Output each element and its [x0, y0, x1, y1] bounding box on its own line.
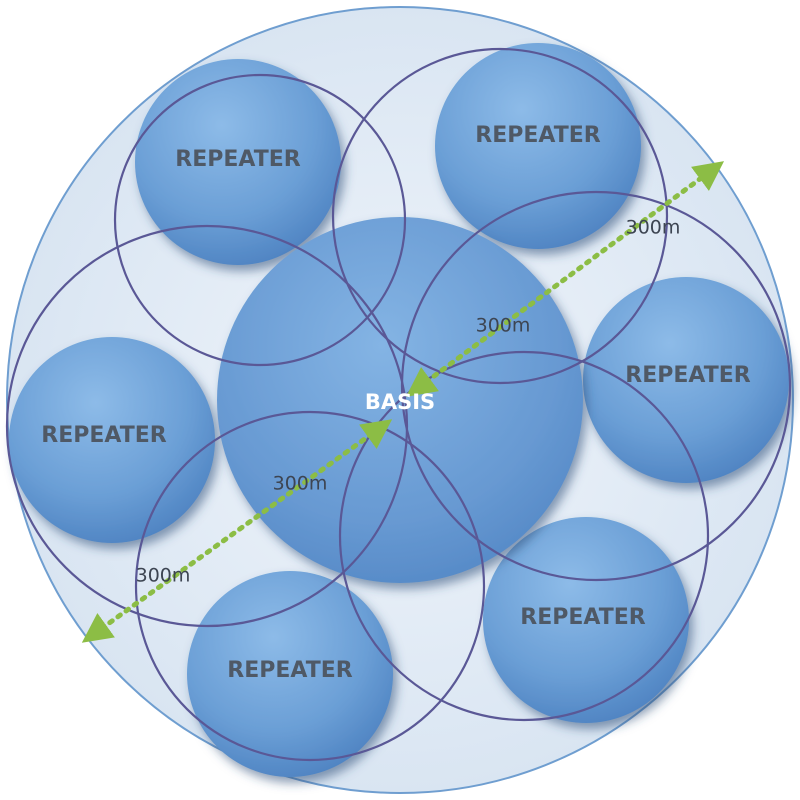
repeater-node-bottom-right: REPEATER [483, 517, 689, 723]
repeater-disc [483, 517, 689, 723]
distance-label: 300m [626, 217, 681, 239]
repeater-node-right: REPEATER [583, 277, 789, 483]
distance-label: 300m [136, 565, 191, 587]
distance-arrow-outer-right [405, 161, 725, 397]
repeater-node-top-right: REPEATER [435, 43, 641, 249]
range-ring-top-left [113, 73, 407, 367]
repeater-node-left: REPEATER [9, 337, 215, 543]
basis-label: BASIS [365, 390, 435, 414]
repeater-label: REPEATER [41, 423, 166, 448]
repeater-label: REPEATER [520, 605, 645, 630]
repeater-label: REPEATER [475, 123, 600, 148]
distance-label: 300m [273, 473, 328, 495]
repeater-node-bottom-left: REPEATER [187, 571, 393, 777]
repeater-label: REPEATER [175, 147, 300, 172]
repeater-disc [135, 59, 341, 265]
repeater-label: REPEATER [227, 658, 352, 683]
distance-arrow-outer-left [81, 419, 393, 643]
repeater-node-top-left: REPEATER [135, 59, 341, 265]
distance-arrows [81, 161, 725, 643]
repeater-label: REPEATER [625, 363, 750, 388]
distance-label: 300m [476, 315, 531, 337]
